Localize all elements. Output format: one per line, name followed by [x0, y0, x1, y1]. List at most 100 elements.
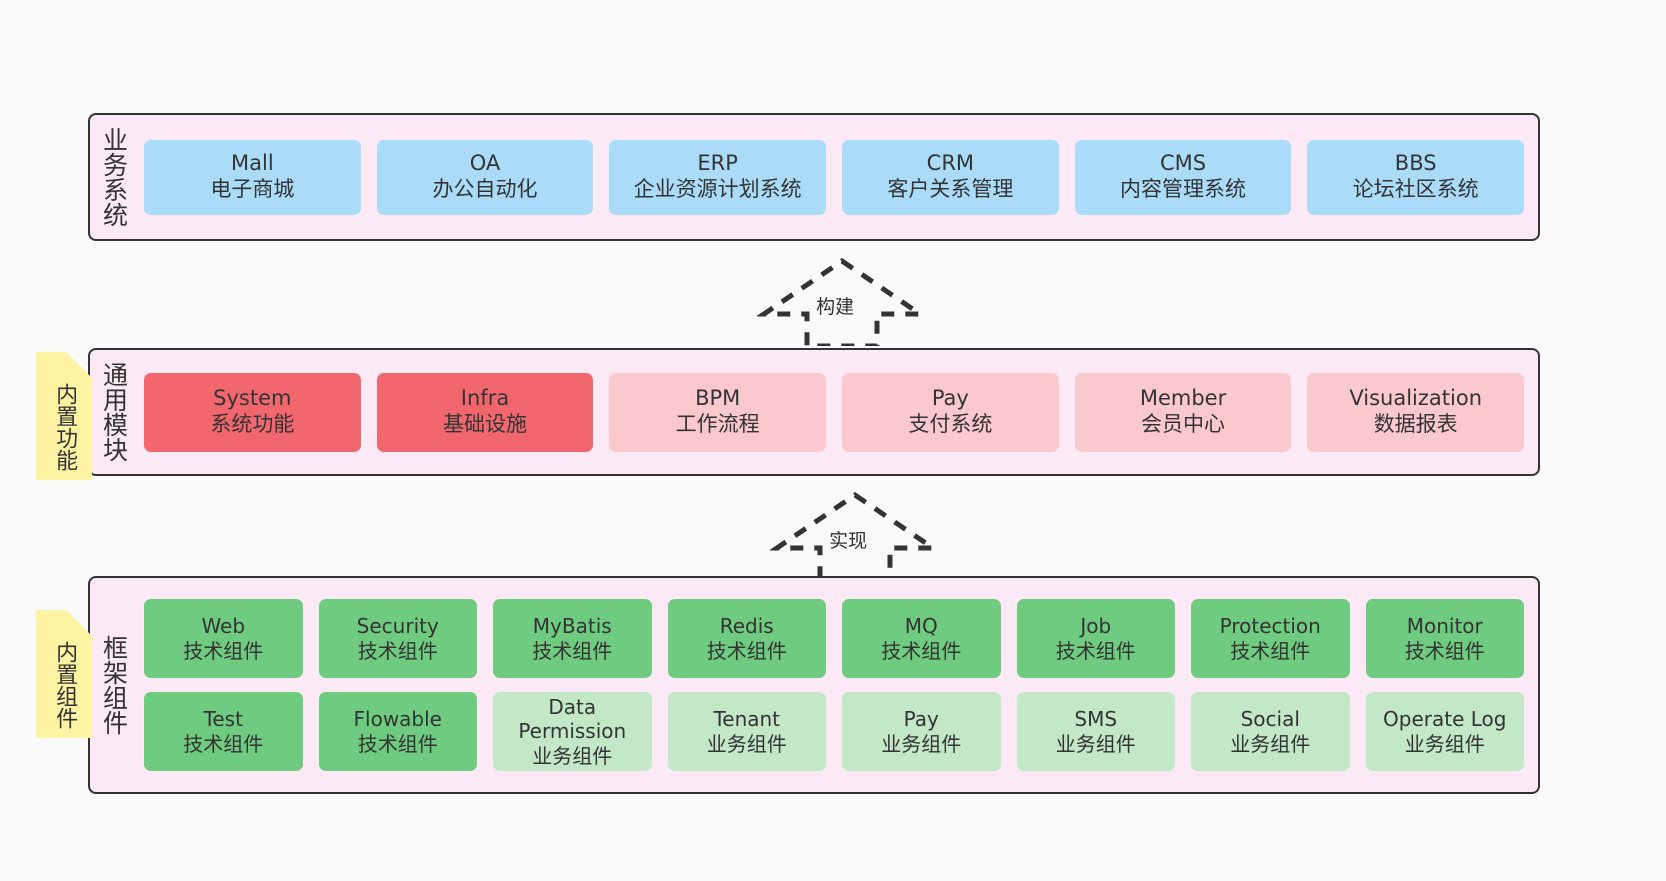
- layer-label-framework-components: 框架组件: [99, 635, 129, 735]
- card-job[interactable]: Job 技术组件: [1016, 599, 1175, 678]
- card-title: BPM: [695, 386, 741, 411]
- card-subtitle: 技术组件: [881, 638, 962, 663]
- card-title: ERP: [697, 151, 738, 176]
- layer-business-systems: 业务系统 Mall 电子商城 OA 办公自动化 ERP 企业资源计划系统 CRM…: [88, 113, 1540, 241]
- card-row: System 系统功能 Infra 基础设施 BPM 工作流程 Pay 支付系统…: [144, 372, 1525, 452]
- card-subtitle: 工作流程: [675, 412, 760, 436]
- card-protection[interactable]: Protection 技术组件: [1191, 599, 1350, 678]
- card-title: Job: [1080, 614, 1112, 639]
- card-title: SMS: [1074, 707, 1118, 732]
- card-title: Redis: [719, 614, 774, 639]
- card-subtitle: 技术组件: [1055, 638, 1136, 663]
- card-title: Test: [203, 707, 243, 732]
- card-crm[interactable]: CRM 客户关系管理: [842, 139, 1059, 215]
- card-subtitle: 业务组件: [532, 743, 613, 768]
- card-bbs[interactable]: BBS 论坛社区系统: [1307, 139, 1525, 215]
- card-subtitle: 办公自动化: [432, 177, 538, 201]
- card-subtitle: 内容管理系统: [1120, 177, 1247, 201]
- card-title: Visualization: [1349, 386, 1483, 411]
- card-title: CRM: [926, 151, 975, 176]
- card-title: OA: [469, 151, 501, 176]
- card-title: Protection: [1219, 614, 1321, 639]
- card-subtitle: 业务组件: [1055, 731, 1136, 756]
- arrow-implement: 实现: [768, 490, 942, 583]
- card-subtitle: 业务组件: [1230, 731, 1311, 756]
- card-member[interactable]: Member 会员中心: [1074, 372, 1292, 452]
- card-subtitle: 技术组件: [1404, 638, 1485, 663]
- card-row: Mall 电子商城 OA 办公自动化 ERP 企业资源计划系统 CRM 客户关系…: [144, 139, 1525, 215]
- layer-label-common-modules: 通用模块: [99, 362, 129, 462]
- card-title: Member: [1139, 386, 1227, 411]
- card-title: Data Permission: [518, 694, 627, 744]
- card-subtitle: 电子商城: [210, 177, 295, 201]
- arrow-build: 构建: [755, 256, 929, 349]
- arrow-build-label: 构建: [816, 296, 855, 318]
- card-subtitle: 业务组件: [706, 731, 787, 756]
- note-builtin-component: 内置组件: [36, 610, 92, 738]
- card-redis[interactable]: Redis 技术组件: [667, 599, 826, 678]
- card-operate-log[interactable]: Operate Log 业务组件: [1365, 692, 1524, 771]
- card-title: BBS: [1394, 151, 1437, 176]
- card-infra[interactable]: Infra 基础设施: [376, 372, 594, 452]
- card-title: CMS: [1159, 151, 1207, 176]
- card-title: Social: [1240, 707, 1300, 732]
- layer-framework-components: 框架组件 Web 技术组件 Security 技术组件 MyBatis 技术组件…: [88, 576, 1540, 794]
- card-subtitle: 支付系统: [908, 412, 993, 436]
- card-sms[interactable]: SMS 业务组件: [1016, 692, 1175, 771]
- note-label: 内置组件: [52, 641, 78, 729]
- card-subtitle: 业务组件: [881, 731, 962, 756]
- card-title: Operate Log: [1383, 707, 1507, 732]
- card-subtitle: 技术组件: [357, 731, 438, 756]
- layer-common-modules: 通用模块 System 系统功能 Infra 基础设施 BPM 工作流程 Pay…: [88, 348, 1540, 476]
- card-tenant[interactable]: Tenant 业务组件: [667, 692, 826, 771]
- card-oa[interactable]: OA 办公自动化: [376, 139, 594, 215]
- card-subtitle: 基础设施: [443, 412, 527, 436]
- card-bpm[interactable]: BPM 工作流程: [609, 372, 827, 452]
- card-visualization[interactable]: Visualization 数据报表: [1307, 372, 1525, 452]
- card-subtitle: 系统功能: [210, 412, 295, 436]
- card-system[interactable]: System 系统功能: [144, 372, 361, 452]
- card-subtitle: 技术组件: [183, 731, 264, 756]
- card-mybatis[interactable]: MyBatis 技术组件: [493, 599, 652, 678]
- card-social[interactable]: Social 业务组件: [1191, 692, 1350, 771]
- card-subtitle: 技术组件: [357, 638, 438, 663]
- card-row: Test 技术组件 Flowable 技术组件 Data Permission …: [144, 692, 1524, 771]
- card-pay-business[interactable]: Pay 业务组件: [842, 692, 1001, 771]
- card-title: Tenant: [713, 707, 781, 732]
- layer-body-business-systems: Mall 电子商城 OA 办公自动化 ERP 企业资源计划系统 CRM 客户关系…: [138, 115, 1538, 239]
- card-subtitle: 企业资源计划系统: [633, 177, 802, 201]
- card-subtitle: 论坛社区系统: [1352, 177, 1479, 201]
- card-security[interactable]: Security 技术组件: [318, 599, 477, 678]
- card-title: Monitor: [1406, 614, 1483, 639]
- card-erp[interactable]: ERP 企业资源计划系统: [609, 139, 827, 215]
- card-subtitle: 数据报表: [1373, 412, 1458, 436]
- card-title: Infra: [460, 386, 510, 411]
- layer-body-common-modules: System 系统功能 Infra 基础设施 BPM 工作流程 Pay 支付系统…: [138, 350, 1538, 474]
- card-flowable[interactable]: Flowable 技术组件: [318, 692, 477, 771]
- card-mall[interactable]: Mall 电子商城: [144, 139, 361, 215]
- note-label: 内置功能: [52, 383, 78, 471]
- card-title: Security: [356, 614, 439, 639]
- card-title: Web: [201, 614, 246, 639]
- card-test[interactable]: Test 技术组件: [144, 692, 303, 771]
- card-subtitle: 技术组件: [532, 638, 613, 663]
- card-title: Flowable: [353, 707, 442, 732]
- card-cms[interactable]: CMS 内容管理系统: [1074, 139, 1292, 215]
- card-title: Pay: [903, 707, 939, 732]
- card-pay[interactable]: Pay 支付系统: [842, 372, 1059, 452]
- card-title: Pay: [931, 386, 969, 411]
- card-subtitle: 客户关系管理: [887, 177, 1014, 201]
- card-mq[interactable]: MQ 技术组件: [842, 599, 1001, 678]
- card-data-permission[interactable]: Data Permission 业务组件: [493, 692, 652, 771]
- card-web[interactable]: Web 技术组件: [144, 599, 303, 678]
- card-row: Web 技术组件 Security 技术组件 MyBatis 技术组件 Redi…: [144, 599, 1524, 678]
- card-subtitle: 技术组件: [183, 638, 264, 663]
- card-subtitle: 技术组件: [706, 638, 787, 663]
- card-monitor[interactable]: Monitor 技术组件: [1365, 599, 1524, 678]
- note-builtin-function: 内置功能: [36, 352, 92, 480]
- card-title: System: [213, 386, 292, 411]
- card-subtitle: 会员中心: [1141, 412, 1226, 436]
- card-title: MQ: [904, 614, 938, 639]
- layer-label-business-systems: 业务系统: [99, 127, 129, 227]
- arrow-implement-label: 实现: [829, 530, 868, 552]
